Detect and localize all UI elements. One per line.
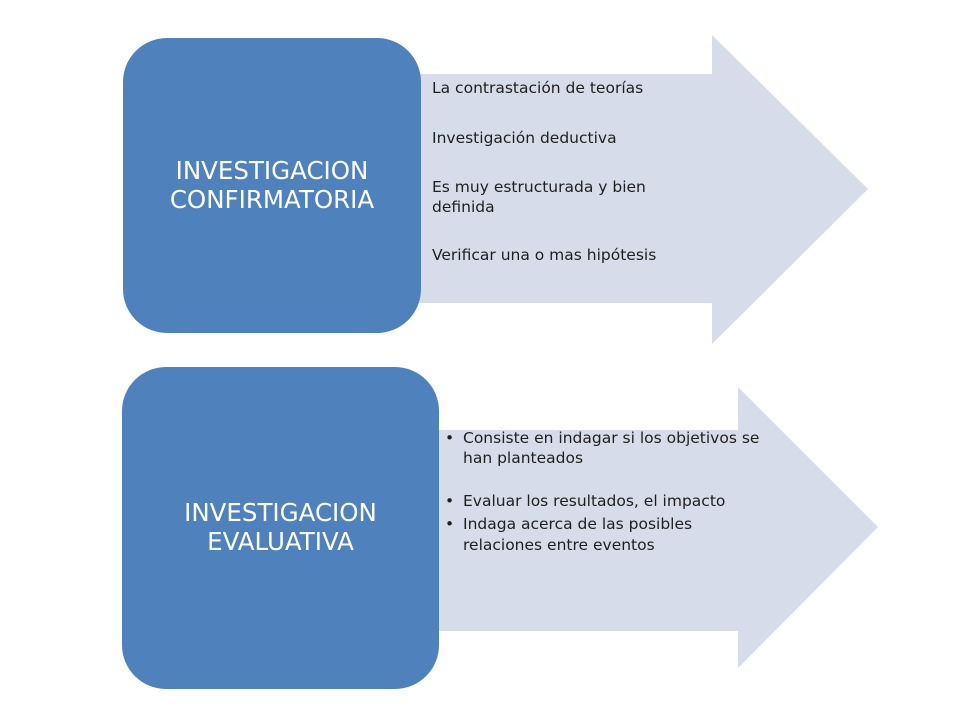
item-list-confirmatoria: La contrastación de teorías Investigació… <box>432 78 690 265</box>
title-line: EVALUATIVA <box>207 527 354 556</box>
list-item: Indaga acerca de las posibles relaciones… <box>445 514 775 555</box>
title-text-confirmatoria: INVESTIGACION CONFIRMATORIA <box>169 155 375 215</box>
list-item: Investigación deductiva <box>432 129 617 148</box>
title-line: INVESTIGACION <box>175 155 369 185</box>
title-box-confirmatoria: INVESTIGACION CONFIRMATORIA <box>123 38 421 333</box>
title-text-evaluativa: INVESTIGACION EVALUATIVA <box>184 498 377 557</box>
list-item: Evaluar los resultados, el impacto <box>445 491 775 512</box>
list-item: Verificar una o mas hipótesis <box>432 245 657 264</box>
list-item: Consiste en indagar si los objetivos se … <box>445 428 775 469</box>
title-line: CONFIRMATORIA <box>169 184 375 214</box>
item-list-evaluativa: Consiste en indagar si los objetivos se … <box>445 428 775 555</box>
title-box-evaluativa: INVESTIGACION EVALUATIVA <box>122 367 439 689</box>
title-line: INVESTIGACION <box>184 498 377 528</box>
list-item: La contrastación de teorías <box>432 79 644 97</box>
list-item: Es muy estructurada y bien definida <box>432 177 646 217</box>
